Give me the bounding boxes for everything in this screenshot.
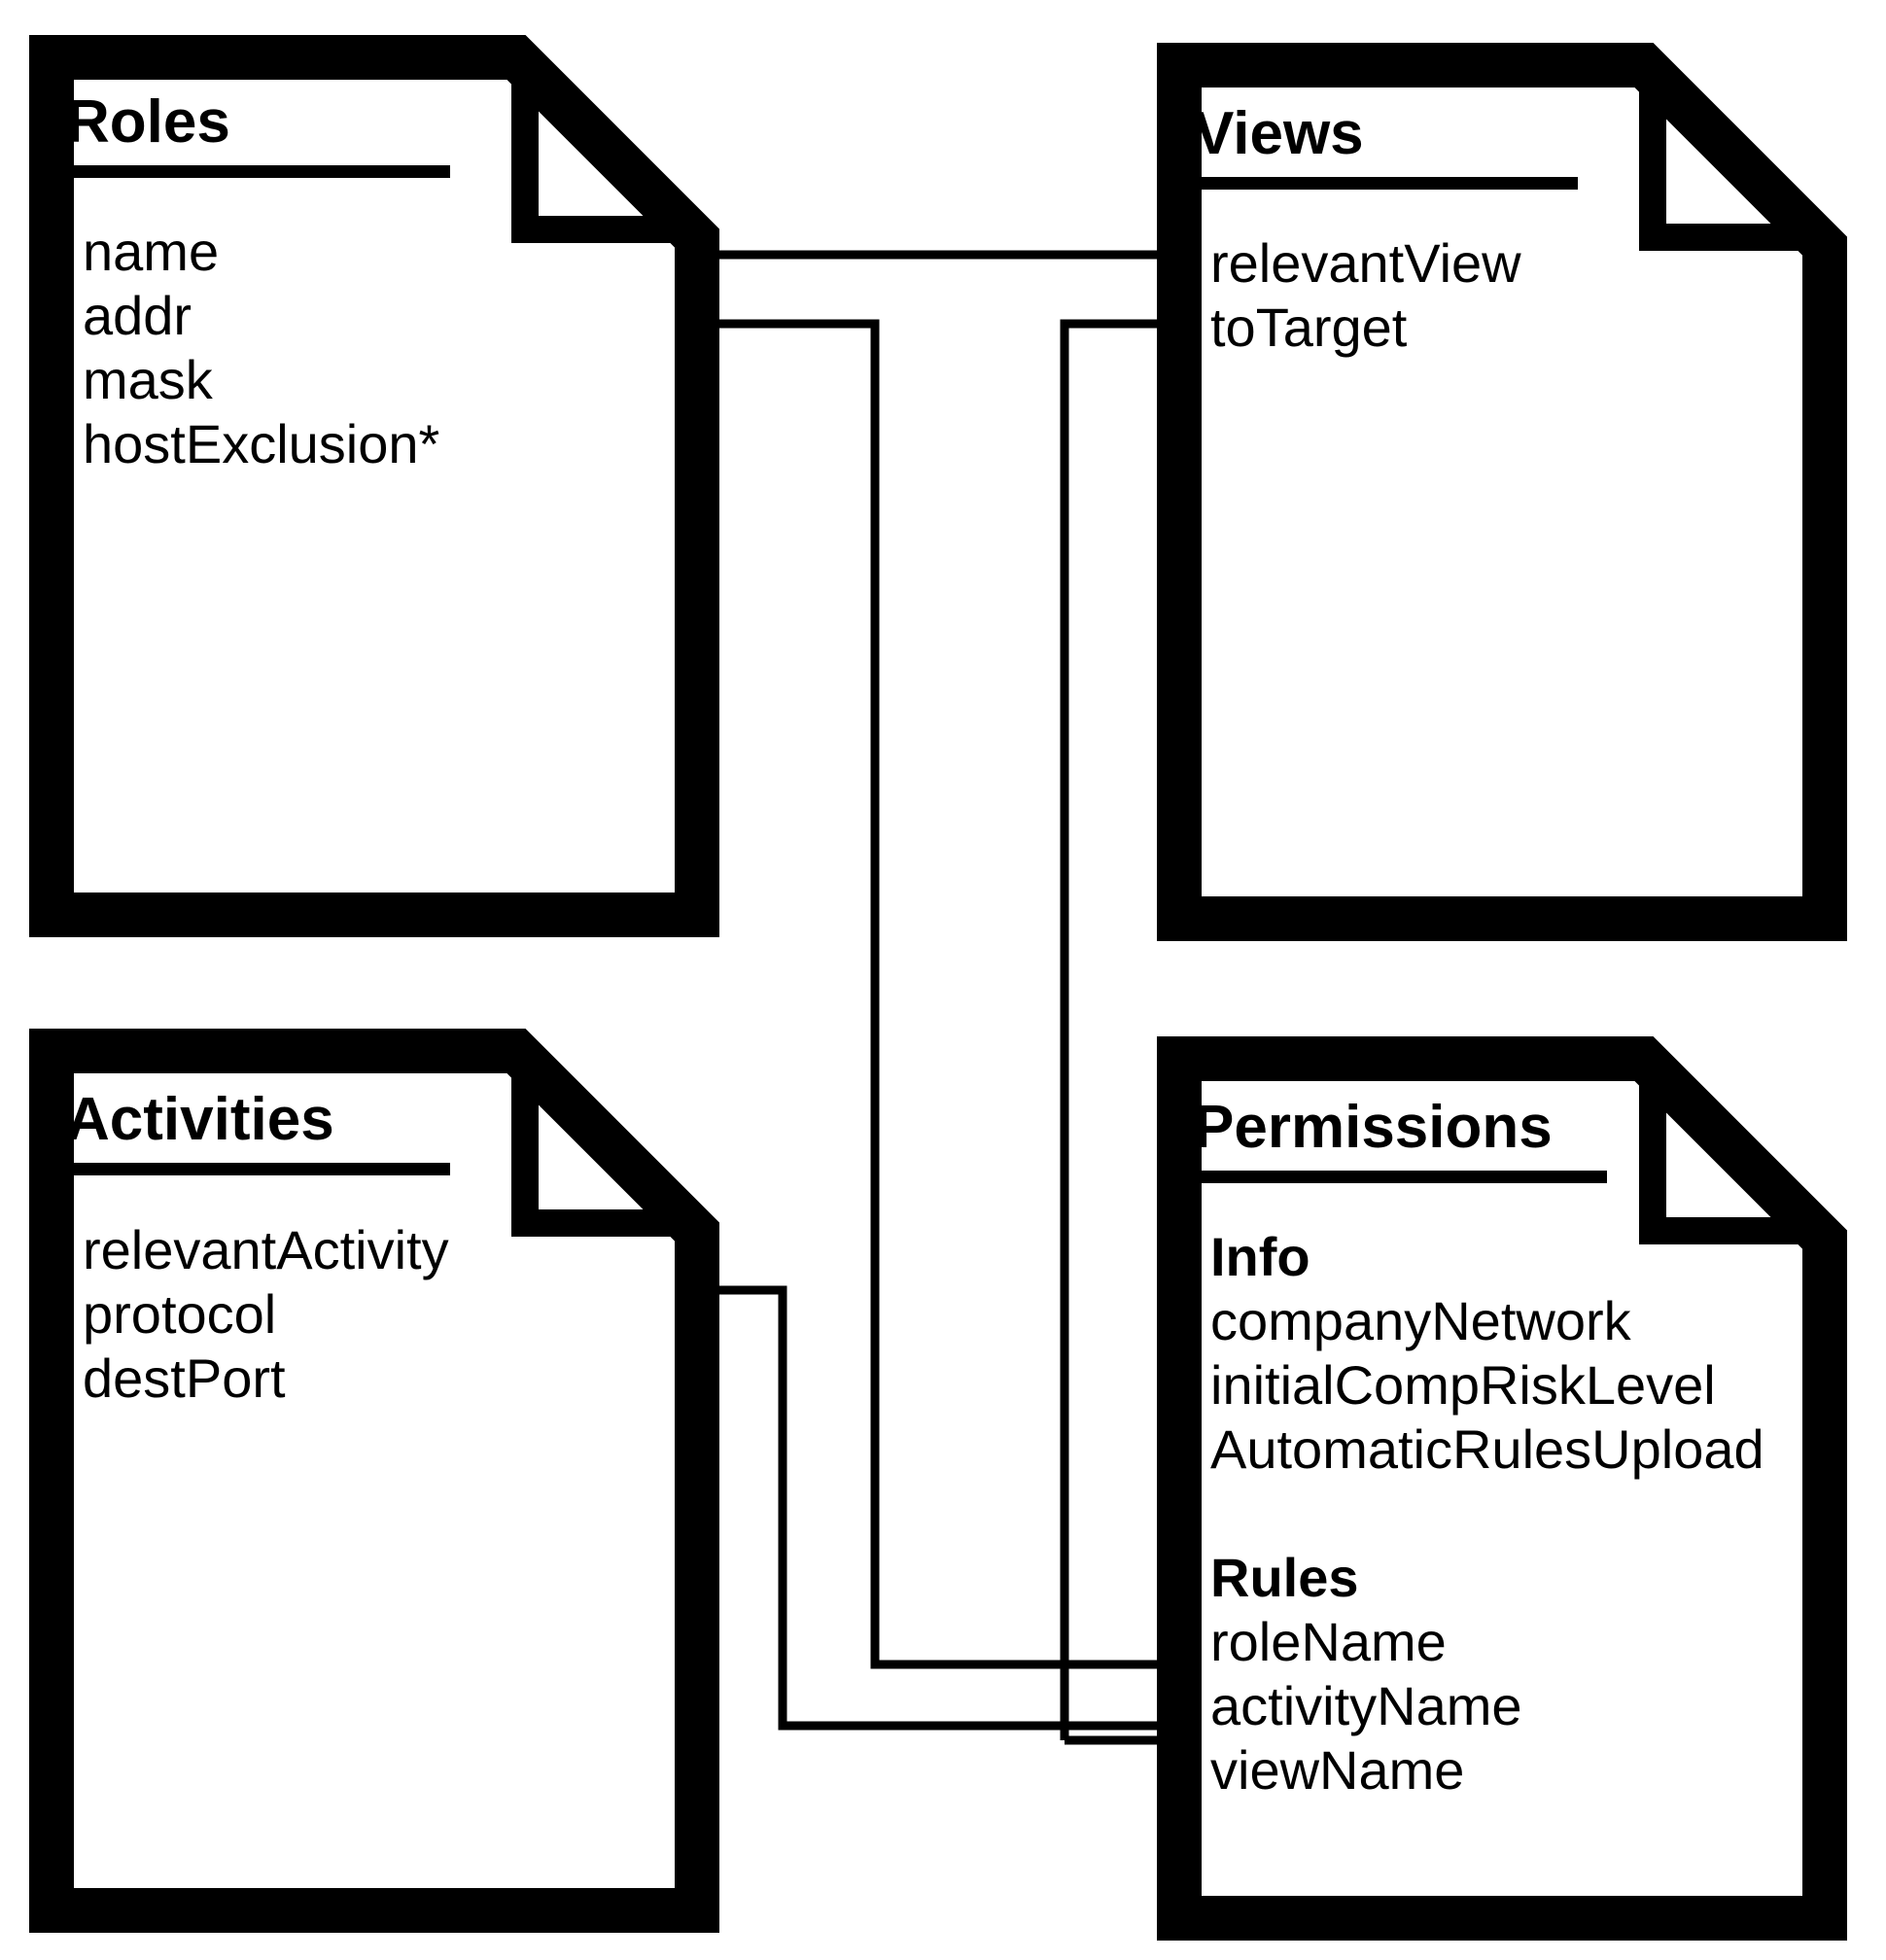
note-views[interactable]: Views relevantView toTarget [1157, 43, 1847, 941]
note-roles-title: Roles [66, 88, 230, 156]
connector-layer [719, 250, 1157, 1745]
note-activities-title: Activities [66, 1086, 334, 1153]
note-roles-attr-3: hostExclusion* [83, 413, 439, 474]
note-roles-title-underline [61, 165, 450, 178]
note-permissions-fill [1157, 1036, 1847, 1941]
note-activities-attr-0: relevantActivity [83, 1219, 449, 1280]
note-permissions-section-1-attr-0: roleName [1210, 1611, 1447, 1672]
note-permissions-title: Permissions [1194, 1094, 1553, 1161]
note-permissions-section-1-heading: Rules [1210, 1547, 1359, 1608]
note-views-fill [1157, 43, 1847, 941]
note-roles-fold [511, 49, 706, 243]
note-activities-fold [511, 1042, 706, 1237]
note-roles[interactable]: Roles name addr mask hostExclusion* [29, 35, 719, 937]
note-roles-attr-2: mask [83, 349, 214, 410]
note-permissions-section-0-attr-2: AutomaticRulesUpload [1210, 1418, 1764, 1480]
note-activities-border [29, 1029, 719, 1933]
note-activities-fill [29, 1029, 719, 1933]
note-views-title-underline [1189, 177, 1578, 190]
note-permissions-section-1-attr-2: viewName [1210, 1739, 1464, 1801]
note-activities[interactable]: Activities relevantActivity protocol des… [29, 1029, 719, 1933]
note-roles-border [29, 35, 719, 937]
note-views-title: Views [1194, 100, 1364, 167]
note-roles-fill [29, 35, 719, 937]
note-activities-title-underline [61, 1163, 450, 1175]
note-roles-attr-0: name [83, 221, 219, 282]
note-permissions-border [1157, 1036, 1847, 1941]
note-permissions-section-0-attr-0: companyNetwork [1210, 1290, 1632, 1351]
note-permissions-title-underline [1189, 1171, 1607, 1183]
connector-activities-permissions[interactable] [719, 1285, 1157, 1731]
connector-roles-permissions[interactable] [719, 319, 1065, 1669]
note-views-fold [1639, 56, 1834, 251]
note-activities-attr-2: destPort [83, 1348, 286, 1409]
note-permissions-section-0-heading: Info [1210, 1226, 1310, 1287]
note-views-attr-0: relevantView [1210, 232, 1521, 294]
note-activities-attr-1: protocol [83, 1283, 276, 1345]
note-views-attr-1: toTarget [1210, 297, 1408, 358]
note-roles-attr-1: addr [83, 285, 192, 346]
note-permissions-section-0-attr-1: initialCompRiskLevel [1210, 1354, 1716, 1416]
note-permissions-fold [1639, 1050, 1834, 1244]
note-permissions[interactable]: Permissions Info companyNetwork initialC… [1157, 1036, 1847, 1941]
note-permissions-section-1-attr-1: activityName [1210, 1675, 1522, 1736]
connector-views-permissions[interactable] [1060, 319, 1157, 1740]
note-views-border [1157, 43, 1847, 941]
